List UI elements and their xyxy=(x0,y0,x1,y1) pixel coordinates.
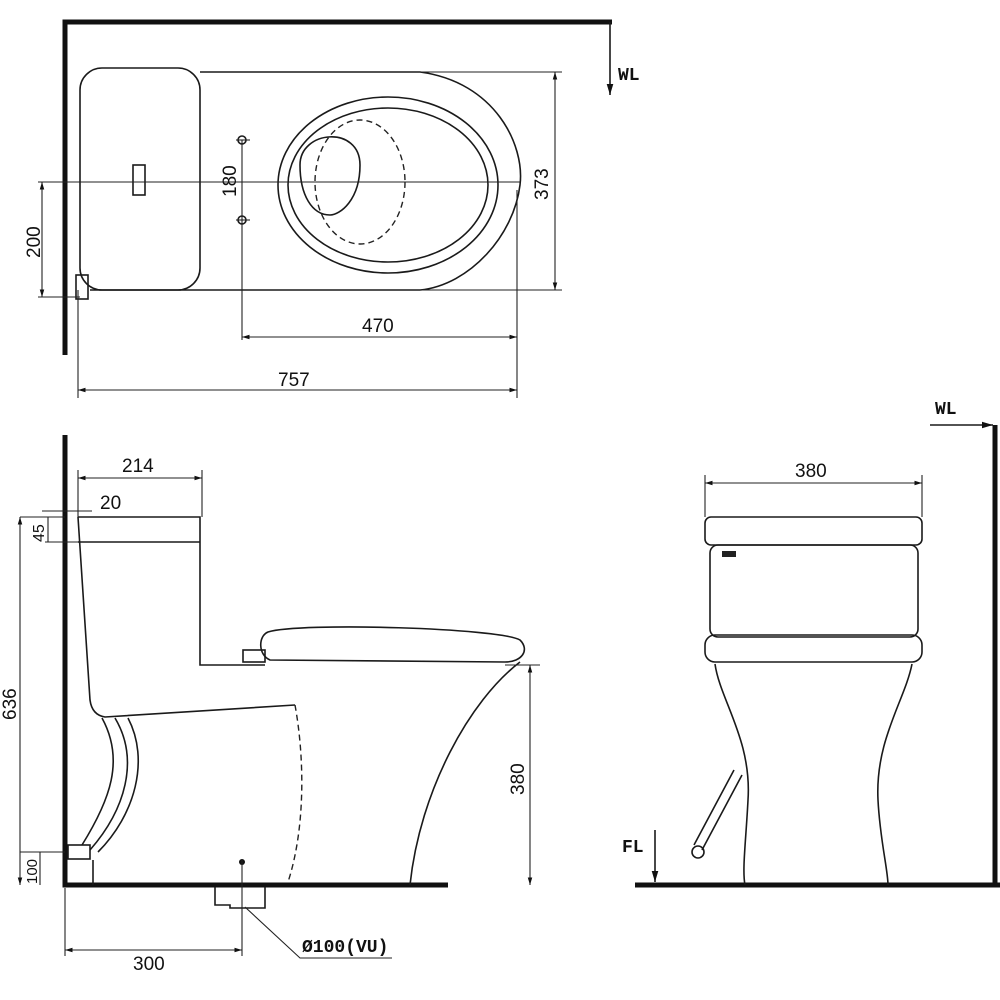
side-view: 214 20 45 636 100 380 300 Ø100(VU) xyxy=(0,435,540,975)
pedestal-left xyxy=(714,663,750,886)
dim-100: 100 xyxy=(24,859,41,884)
seat-side xyxy=(259,626,526,663)
bowl-rim-outer xyxy=(277,96,499,274)
wall-outline xyxy=(62,19,612,355)
trapway-hidden xyxy=(287,704,303,883)
flush-lever xyxy=(722,551,736,557)
dim-300: 300 xyxy=(133,954,165,975)
dim-214: 214 xyxy=(122,456,154,477)
tank-body xyxy=(709,544,919,638)
wl-label: WL xyxy=(935,400,957,420)
dim-636: 636 xyxy=(0,688,21,720)
tank-top xyxy=(79,67,201,291)
water-inlet xyxy=(75,274,89,300)
body-back xyxy=(77,516,296,718)
dim-380-front: 380 xyxy=(795,461,827,482)
wl-label: WL xyxy=(618,66,640,86)
dim-180: 180 xyxy=(220,165,241,197)
angle-valve xyxy=(67,844,91,860)
bowl-front xyxy=(409,661,521,886)
dim-470: 470 xyxy=(362,316,394,337)
dim-757: 757 xyxy=(278,370,310,391)
wall-floor xyxy=(62,435,448,888)
seat-hinge xyxy=(242,649,266,663)
front-view: WL FL 380 xyxy=(622,400,1000,888)
seat-opening xyxy=(299,136,361,216)
tank-side xyxy=(78,516,265,666)
supply-valve xyxy=(691,845,705,859)
seat-front xyxy=(704,634,923,663)
dim-line-100 xyxy=(20,851,65,885)
drain-outlet xyxy=(214,887,266,909)
drain-leader xyxy=(244,906,392,959)
dim-200: 200 xyxy=(24,226,45,258)
top-view: WL 373 180 200 470 757 xyxy=(24,19,640,398)
dim-380-seat: 380 xyxy=(508,763,529,795)
fl-label: FL xyxy=(622,838,644,858)
supply-hose xyxy=(81,717,140,853)
bowl-rim-inner xyxy=(287,107,489,263)
bowl-outline xyxy=(90,71,522,291)
dim-45: 45 xyxy=(31,524,48,542)
pedestal-right xyxy=(877,663,913,886)
flush-button xyxy=(132,164,146,196)
supply-pipe xyxy=(693,769,743,851)
dim-20: 20 xyxy=(100,493,121,514)
tank-lid xyxy=(704,516,923,546)
drain-label: Ø100(VU) xyxy=(302,938,388,958)
dim-line-45 xyxy=(20,516,78,543)
dim-373: 373 xyxy=(532,168,553,200)
